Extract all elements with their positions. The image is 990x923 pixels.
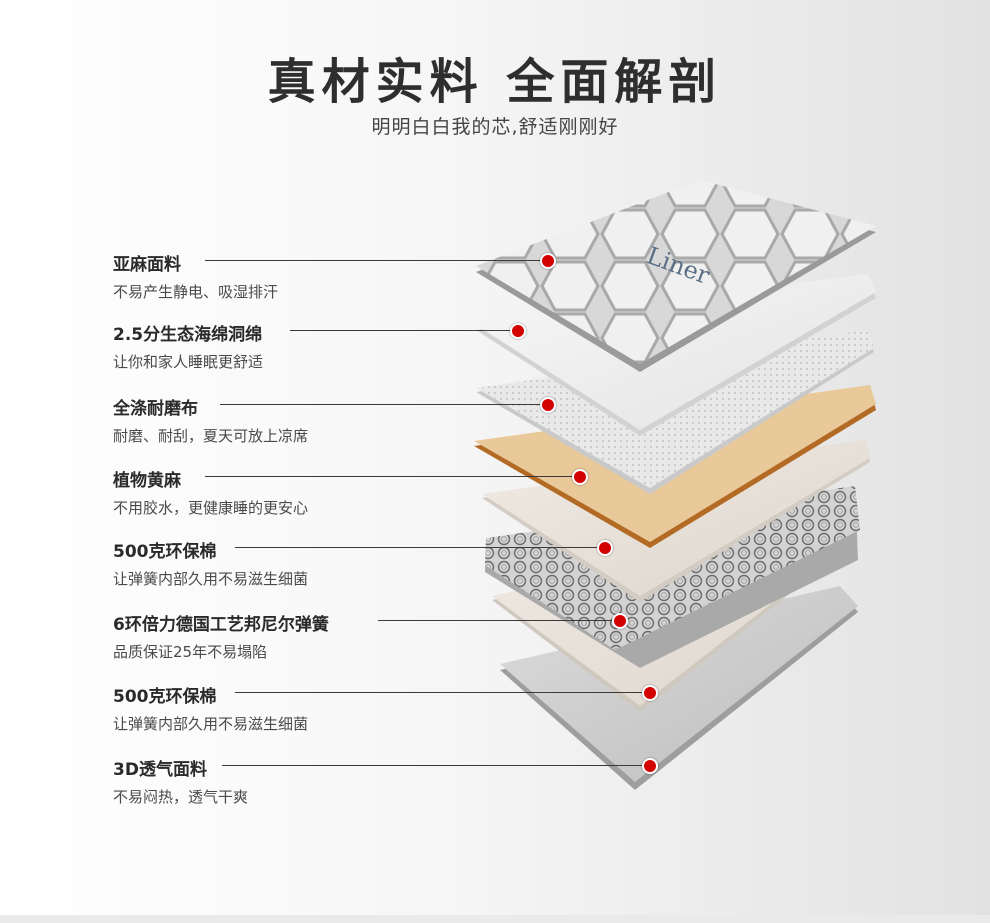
leader-line [235,547,605,548]
callout-jute: 植物黄麻 不用胶水，更健康睡的更安心 [113,466,308,518]
marker-dot [642,758,658,774]
layer-desc: 不用胶水，更健康睡的更安心 [113,499,309,517]
layer-desc: 不易产生静电、吸湿排汗 [113,283,279,301]
callout-3d-fabric: 3D透气面料 不易闷热，透气干爽 [113,755,248,807]
callout-linen: 亚麻面料 不易产生静电、吸湿排汗 [113,250,278,302]
marker-dot [510,323,526,339]
leader-line [220,404,548,405]
marker-dot [612,613,628,629]
callout-polyester: 全涤耐磨布 耐磨、耐刮，夏天可放上凉席 [113,394,308,446]
page-subtitle: 明明白白我的芯,舒适刚刚好 [371,116,619,138]
layer-desc: 不易闷热，透气干爽 [113,788,249,806]
marker-dot [642,685,658,701]
leader-line [378,620,620,621]
layer-name: 500克环保棉 [113,542,217,562]
layer-name: 2.5分生态海绵洞绵 [113,325,263,345]
bottom-strip [0,915,990,923]
layer-desc: 品质保证25年不易塌陷 [113,643,268,661]
layer-name: 全涤耐磨布 [113,399,198,419]
leader-line [222,765,650,766]
layer-name: 植物黄麻 [113,471,181,491]
page-title: 真材实料 全面解剖 [267,54,723,110]
marker-dot [572,469,588,485]
leader-line [290,330,518,331]
callout-eco-cotton-upper: 500克环保棉 让弹簧内部久用不易滋生细菌 [113,537,308,589]
leader-line [235,692,650,693]
marker-dot [597,540,613,556]
callout-eco-cotton-lower: 500克环保棉 让弹簧内部久用不易滋生细菌 [113,682,308,734]
marker-dot [540,253,556,269]
layer-name: 3D透气面料 [113,760,207,780]
leader-line [205,476,580,477]
layer-desc: 让弹簧内部久用不易滋生细菌 [113,570,309,588]
marker-dot [540,397,556,413]
leader-line [205,260,548,261]
layer-name: 500克环保棉 [113,687,217,707]
layer-linen-top: Liner [476,180,876,372]
layer-desc: 耐磨、耐刮，夏天可放上凉席 [113,427,309,445]
callout-springs: 6环倍力德国工艺邦尼尔弹簧 品质保证25年不易塌陷 [113,610,329,662]
layer-3d-fabric [500,586,858,790]
callout-sponge: 2.5分生态海绵洞绵 让你和家人睡眠更舒适 [113,320,263,372]
layer-name: 亚麻面料 [113,255,181,275]
layer-desc: 让弹簧内部久用不易滋生细菌 [113,715,309,733]
layer-name: 6环倍力德国工艺邦尼尔弹簧 [113,615,329,635]
layer-desc: 让你和家人睡眠更舒适 [113,353,264,371]
